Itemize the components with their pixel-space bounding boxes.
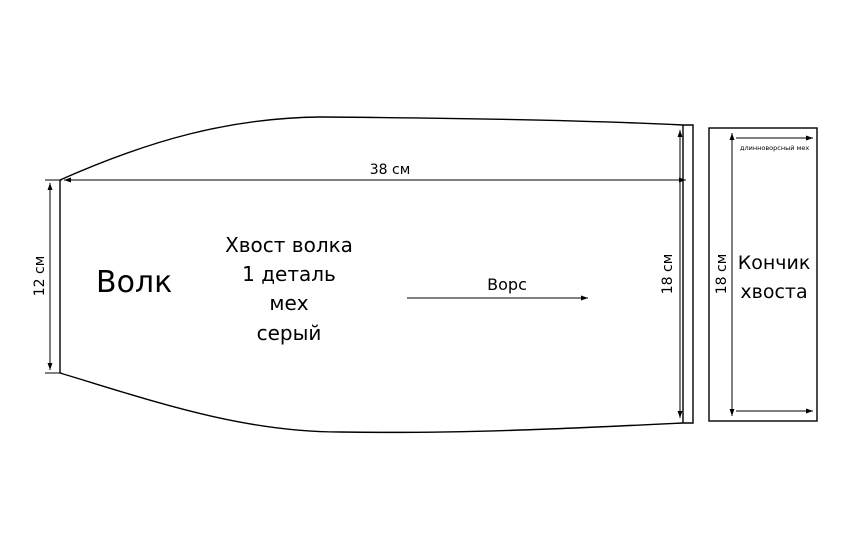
tail-tip-fur-note: длинноворсный мех <box>740 144 809 152</box>
tail-tip-outline <box>708 127 818 422</box>
tail-tip-name-line-2: хвоста <box>740 281 807 303</box>
tail-tip-name-line-1: Кончик <box>738 252 811 274</box>
description-line-2: 1 деталь <box>242 262 336 286</box>
description-line-1: Хвост волка <box>225 233 353 257</box>
length-dimension-label: 38 см <box>370 162 411 178</box>
description-line-4: серый <box>257 321 322 345</box>
nap-direction-label: Ворс <box>487 275 527 294</box>
tail-pattern-piece: 38 см 12 см 18 см Волк Хвост волка 1 дет… <box>32 116 694 434</box>
left-height-label: 12 см <box>32 256 48 297</box>
description-line-3: мех <box>269 291 308 315</box>
tail-tip-height-label: 18 см <box>714 254 730 295</box>
right-height-label: 18 см <box>660 254 676 295</box>
tail-piece-outline <box>59 116 694 434</box>
piece-name-label: Волк <box>96 265 172 300</box>
tail-tip-pattern-piece: 18 см длинноворсный мех Кончик хвоста <box>708 127 818 422</box>
